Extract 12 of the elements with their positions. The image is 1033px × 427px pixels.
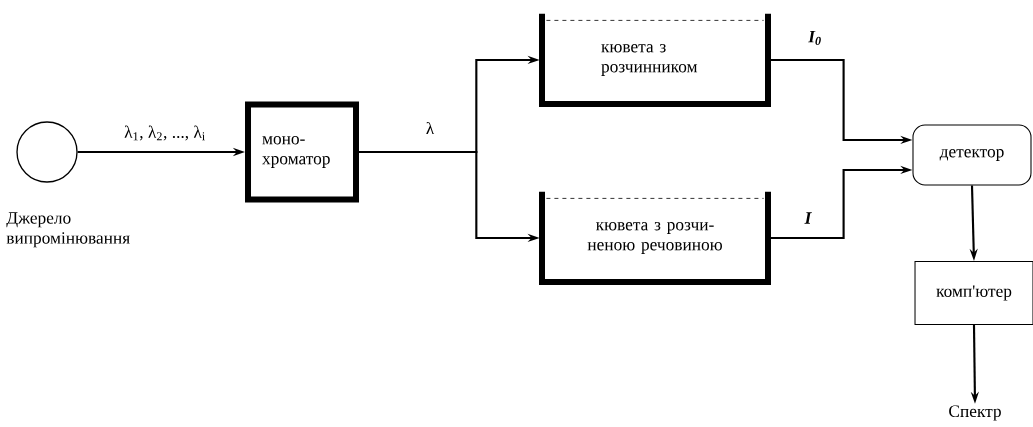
output-text: Спектр	[949, 405, 1001, 421]
cuvette: кювета з розчинником	[539, 13, 771, 107]
edge-label: I	[804, 212, 812, 224]
edge-label: I$_{0}$	[808, 31, 821, 45]
edge-label: λ	[426, 121, 435, 135]
source-circle	[16, 121, 78, 183]
computer-box: комп'ютер	[914, 260, 1033, 326]
cuvette: кювета з розчи- неною речовиною	[539, 191, 771, 285]
detector-box: детектор	[912, 124, 1032, 186]
edge-label: λ$_{1}$, λ$_{2}$, ..., λ$_{i}$	[124, 125, 205, 141]
monochromator-box: моно- хроматор	[245, 101, 359, 203]
caption-text: Джерело випромінювання	[6, 212, 130, 248]
